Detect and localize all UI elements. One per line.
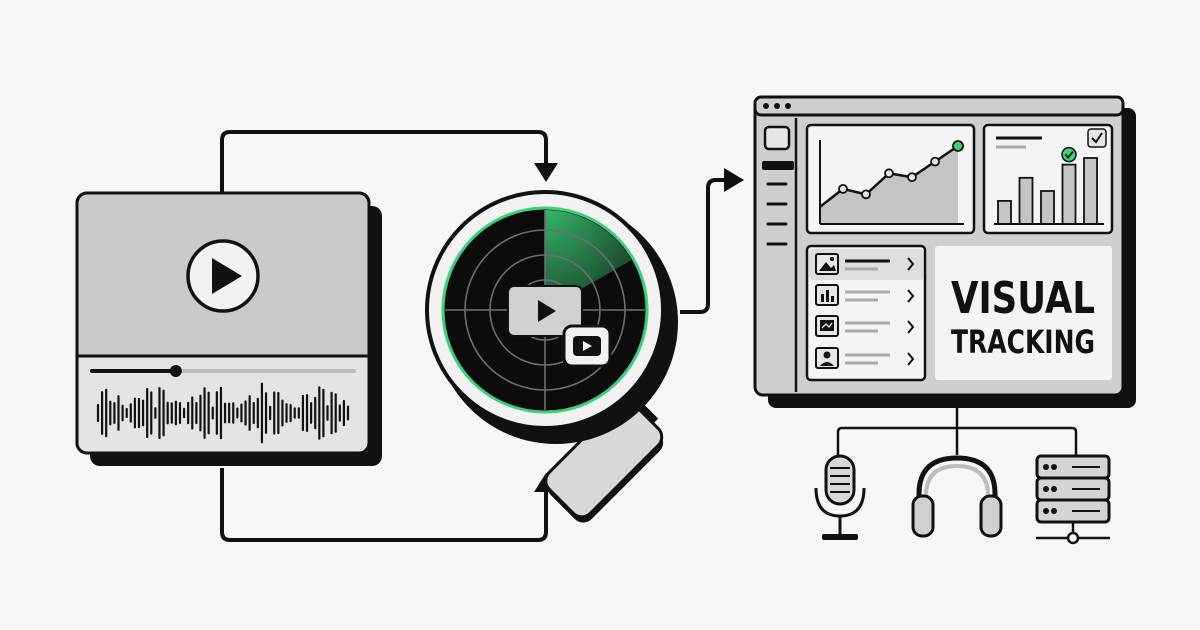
video-thumbnail-icon [815,315,839,337]
microphone-icon [814,454,866,540]
chevron-right-icon [907,257,915,271]
chevron-right-icon [907,320,915,334]
chart-bar [1061,163,1077,225]
connector-right [680,178,726,314]
bar-chart [994,146,1104,225]
line-chart-card [805,123,976,235]
list-item[interactable] [815,253,915,275]
chart-point [930,156,940,167]
list-item[interactable] [815,347,915,369]
headline-card: VISUAL TRACKING [935,246,1112,380]
chevron-right-icon [907,352,915,366]
chart-bar [1018,176,1034,225]
chart-point [884,168,894,179]
window-controls [763,103,791,109]
magnifying-glass-radar-icon [425,190,678,523]
checkmark-icon [1087,128,1107,148]
bar-chart-card [982,123,1114,235]
arrow-head-right [724,168,744,192]
dashboard-sidebar[interactable] [761,118,798,392]
progress-scrubber[interactable] [90,365,356,377]
user-icon [815,347,839,369]
headline-line-1: VISUAL [951,273,1095,324]
chevron-right-icon [907,289,915,303]
chart-bar [1083,157,1098,225]
list-item[interactable] [815,284,915,306]
connector-top [220,130,548,192]
list-item[interactable] [815,315,915,337]
chart-point [861,189,871,200]
chart-point [907,172,917,183]
play-circle-icon[interactable] [186,239,260,313]
device-connector-tree [836,396,1078,455]
server-rack-icon [1035,454,1111,545]
arrow-head-top [534,163,558,182]
chart-point [952,140,964,152]
video-play-badge-icon [562,324,612,368]
chart-area-fill [820,146,958,224]
headline-line-2: TRACKING [951,323,1095,361]
chart-point [838,183,848,194]
connector-bottom [220,468,548,542]
chart-bar [1040,190,1055,225]
chart-bar [997,199,1012,225]
check-badge-icon [1061,146,1077,163]
bar-chart-icon [815,284,839,306]
headphones-icon [911,455,1003,538]
area-chart [819,140,964,225]
audio-waveform-icon [96,382,350,444]
image-icon [815,253,839,275]
